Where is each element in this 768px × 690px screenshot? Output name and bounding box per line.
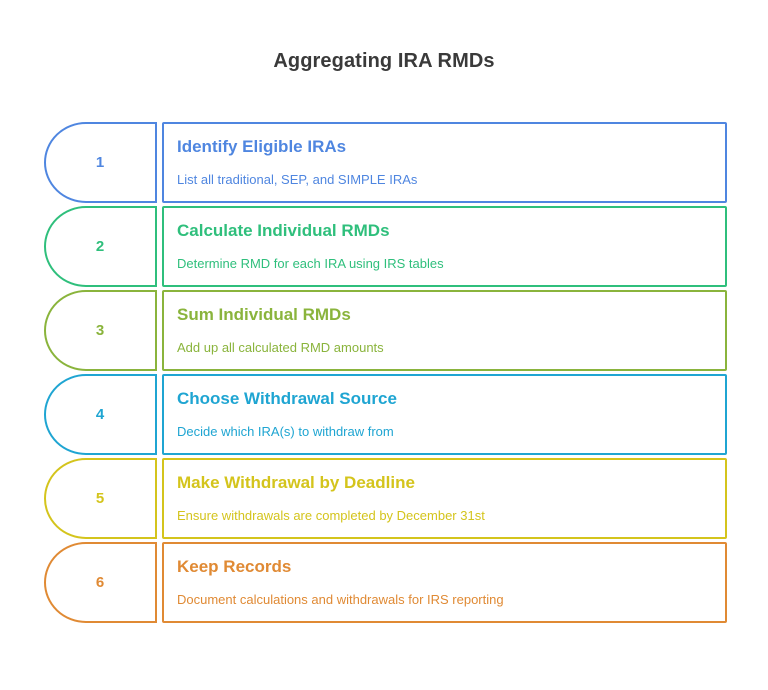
step-number-tab (44, 290, 157, 371)
step-heading: Keep Records (177, 557, 292, 576)
step-number: 4 (95, 406, 105, 423)
step-description: Determine RMD for each IRA using IRS tab… (177, 256, 444, 271)
step-description: Decide which IRA(s) to withdraw from (177, 424, 394, 439)
step-card: Make Withdrawal by Deadline Ensure withd… (162, 458, 727, 539)
step-heading: Identify Eligible IRAs (177, 137, 347, 156)
step-number-tab (44, 374, 157, 455)
step-card: Sum Individual RMDs Add up all calculate… (162, 290, 727, 371)
step-4: 4 Choose Withdrawal Source Decide which … (44, 374, 727, 455)
step-6: 6 Keep Records Document calculations and… (44, 542, 727, 623)
step-number-tab (44, 542, 157, 623)
step-number: 1 (95, 154, 105, 171)
step-heading: Make Withdrawal by Deadline (177, 473, 415, 492)
diagram-title: Aggregating IRA RMDs (273, 50, 495, 72)
step-number-tab (44, 206, 157, 287)
step-number: 6 (95, 574, 105, 591)
step-description: Ensure withdrawals are completed by Dece… (177, 508, 485, 523)
step-3: 3 Sum Individual RMDs Add up all calcula… (44, 290, 727, 371)
step-number: 2 (95, 238, 105, 255)
step-number-tab (44, 458, 157, 539)
step-card: Keep Records Document calculations and w… (162, 542, 727, 623)
step-1: 1 Identify Eligible IRAs List all tradit… (44, 122, 727, 203)
step-description: Document calculations and withdrawals fo… (177, 592, 504, 607)
step-card: Choose Withdrawal Source Decide which IR… (162, 374, 727, 455)
step-card: Calculate Individual RMDs Determine RMD … (162, 206, 727, 287)
step-5: 5 Make Withdrawal by Deadline Ensure wit… (44, 458, 727, 539)
step-description: Add up all calculated RMD amounts (177, 340, 384, 355)
step-number: 5 (95, 490, 105, 507)
step-number: 3 (95, 322, 105, 339)
step-2: 2 Calculate Individual RMDs Determine RM… (44, 206, 727, 287)
step-heading: Sum Individual RMDs (177, 305, 351, 324)
step-card: Identify Eligible IRAs List all traditio… (162, 122, 727, 203)
step-number-tab (44, 122, 157, 203)
step-heading: Calculate Individual RMDs (177, 221, 390, 240)
step-description: List all traditional, SEP, and SIMPLE IR… (177, 172, 418, 187)
step-heading: Choose Withdrawal Source (177, 389, 397, 408)
